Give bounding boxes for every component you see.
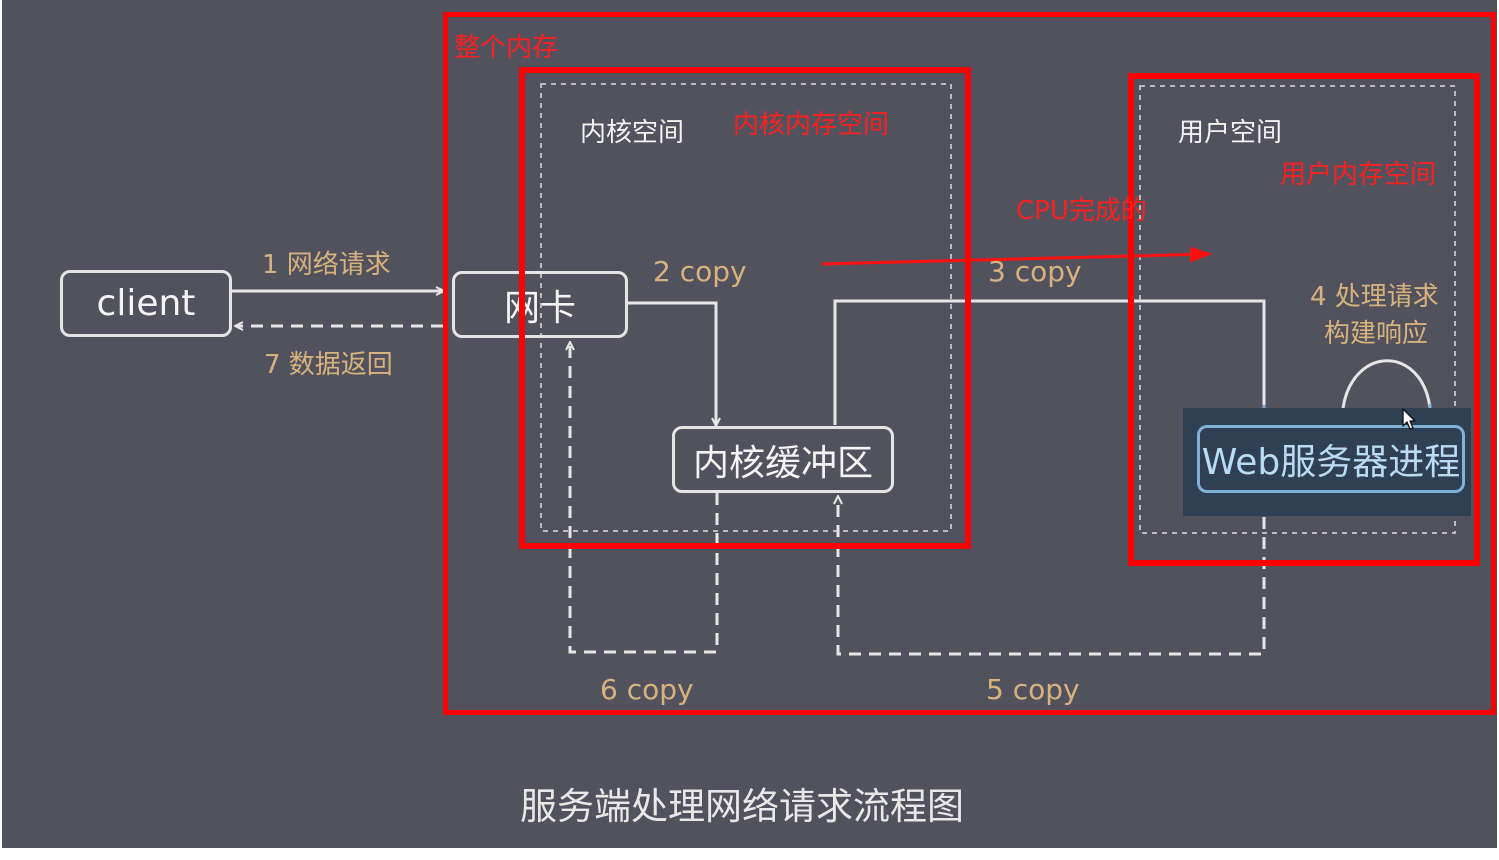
step-7-label: 7 数据返回	[264, 350, 393, 380]
kernel-buffer-node: 内核缓冲区	[672, 426, 894, 493]
kernel-memory-box	[519, 67, 971, 549]
step-1-label: 1 网络请求	[262, 250, 391, 280]
user-space-label: 用户空间	[1178, 118, 1283, 148]
step-6-label: 6 copy	[600, 673, 694, 706]
nic-node: 网卡	[452, 271, 628, 338]
cpu-annotation-arrow	[821, 246, 1212, 266]
edge-2-copy	[627, 301, 716, 425]
step-5-label: 5 copy	[986, 673, 1080, 706]
user-memory-box	[1128, 73, 1480, 566]
user-space-region	[1139, 85, 1456, 534]
edge-4-process-loop	[1341, 359, 1432, 409]
web-process-node: Web服务器进程	[1197, 425, 1465, 493]
kernel-space-region	[540, 83, 952, 532]
client-node: client	[60, 270, 232, 337]
whole-memory-box	[443, 12, 1496, 715]
kernel-memory-space-label: 内核内存空间	[733, 110, 890, 140]
edge-3-copy	[833, 299, 1266, 425]
step-4-label-line2: 构建响应	[1324, 319, 1429, 349]
step-3-label: 3 copy	[988, 255, 1082, 288]
edge-5-copy	[838, 497, 1266, 656]
step-4-label-line1: 4 处理请求	[1310, 282, 1439, 312]
step-2-label: 2 copy	[653, 255, 747, 288]
edge-6-copy	[570, 343, 719, 654]
mouse-cursor-icon	[1402, 408, 1416, 430]
diagram-title: 服务端处理网络请求流程图	[520, 785, 964, 828]
whole-memory-label: 整个内存	[454, 33, 559, 63]
cpu-done-label: CPU完成的	[1016, 196, 1147, 226]
user-memory-space-label: 用户内存空间	[1280, 160, 1437, 190]
kernel-space-label: 内核空间	[580, 118, 685, 148]
